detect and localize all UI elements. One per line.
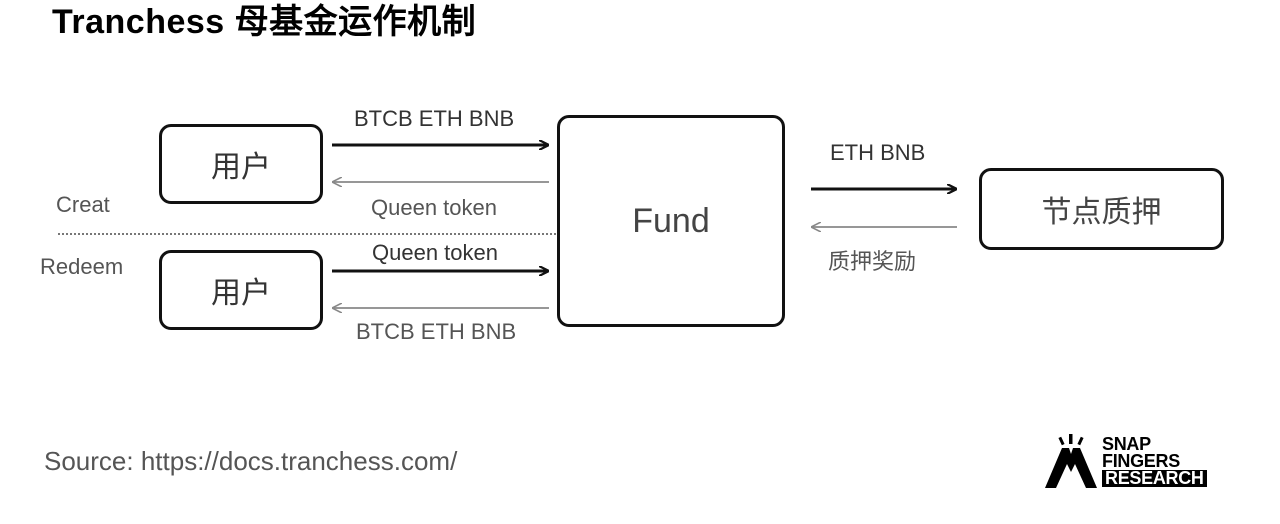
bottom-in-label: Queen token xyxy=(372,240,498,265)
stake-out-label: 质押奖励 xyxy=(828,249,917,274)
stake-in-label: ETH BNB xyxy=(830,140,926,165)
user-box-redeem: 用户 xyxy=(159,250,323,330)
redeem-label: Redeem xyxy=(40,254,124,279)
logo-line-research: RESEARCH xyxy=(1102,469,1207,487)
bottom-out-label: BTCB ETH BNB xyxy=(356,319,517,344)
creat-label: Creat xyxy=(56,192,110,217)
fund-box: Fund xyxy=(557,115,785,327)
top-out-label: Queen token xyxy=(371,195,497,220)
source-text: Source: https://docs.tranchess.com/ xyxy=(44,446,458,476)
page-title: Tranchess 母基金运作机制 xyxy=(52,3,477,41)
snap-fingers-logo-icon xyxy=(1045,434,1097,488)
top-in-label: BTCB ETH BNB xyxy=(354,106,515,131)
snap-fingers-logo: SNAP FINGERS RESEARCH xyxy=(1042,434,1212,494)
create-redeem-divider xyxy=(58,233,556,235)
logo-line-snap: SNAP xyxy=(1102,434,1151,454)
logo-line-fingers: FINGERS xyxy=(1102,451,1180,471)
user-box-create: 用户 xyxy=(159,124,323,204)
staking-box: 节点质押 xyxy=(979,168,1224,250)
